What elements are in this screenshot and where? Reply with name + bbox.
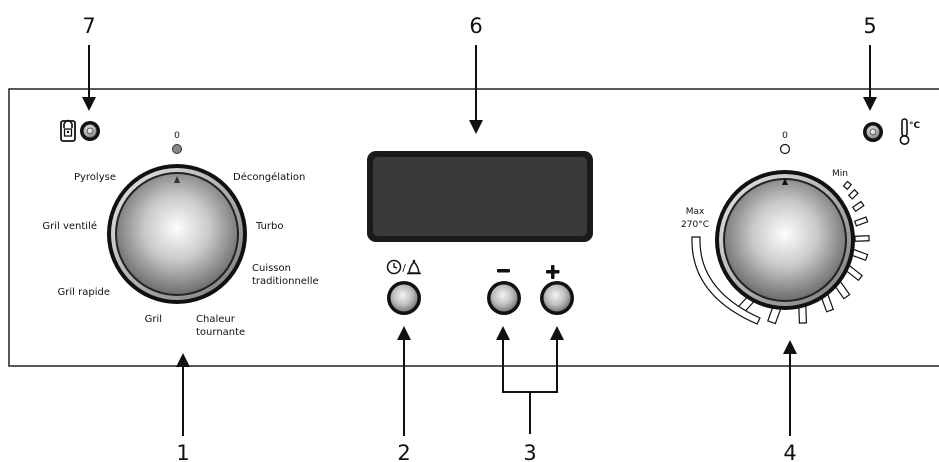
bell-icon	[407, 259, 421, 275]
timer-control[interactable]: /	[386, 259, 421, 315]
callout-4: 4	[783, 340, 797, 462]
panel-frame	[8, 88, 939, 367]
svg-text:°C: °C	[909, 121, 921, 131]
label-gril-rapide: Gril rapide	[58, 287, 110, 298]
lock-icon	[60, 119, 76, 142]
label-pyrolyse: Pyrolyse	[74, 172, 116, 183]
callout-number-6: 6	[469, 14, 482, 38]
callout-3: 3	[496, 326, 564, 462]
display	[367, 151, 593, 242]
function-knob-pointer	[174, 176, 180, 183]
minus-icon	[497, 269, 510, 273]
callout-number-5: 5	[863, 14, 876, 38]
minus-button	[490, 284, 518, 312]
callout-5: 5	[863, 14, 877, 111]
label-decongelation: Décongélation	[233, 171, 305, 183]
label-gril: Gril	[145, 314, 162, 325]
function-zero-label: 0	[174, 131, 180, 141]
callout-number-2: 2	[397, 441, 410, 462]
plus-control[interactable]	[540, 265, 574, 315]
callout-number-4: 4	[783, 441, 796, 462]
clock-icon	[386, 259, 402, 275]
thermostat-knob-pointer	[782, 178, 788, 185]
callout-number-7: 7	[82, 14, 95, 38]
thermostat-max-label-1: Max	[686, 207, 705, 217]
thermostat-knob	[725, 180, 845, 300]
label-cuisson-2: traditionnelle	[252, 276, 319, 287]
thermostat-min-label: Min	[832, 169, 848, 179]
clock-bell-separator: /	[402, 263, 406, 274]
callout-2: 2	[397, 326, 411, 462]
label-cuisson-1: Cuisson	[252, 263, 291, 274]
label-turbo: Turbo	[255, 221, 284, 232]
callout-number-3: 3	[523, 441, 536, 462]
callout-number-1: 1	[176, 441, 189, 462]
function-selector[interactable]: 0 Pyrolyse Décongélation Gril ventilé Tu…	[42, 131, 318, 338]
function-zero-marker	[172, 144, 182, 154]
callout-1: 1	[176, 353, 190, 462]
callout-7: 7	[82, 14, 96, 111]
thermostat-selector[interactable]: 0 Min Max 270°C	[681, 131, 870, 325]
thermometer-icon: °C	[899, 118, 921, 146]
display-screen	[373, 157, 587, 236]
plus-icon	[546, 265, 560, 279]
thermostat-zero-label: 0	[782, 131, 788, 141]
function-knob	[117, 174, 237, 294]
label-chaleur-1: Chaleur	[196, 314, 236, 325]
thermostat-max-label-2: 270°C	[681, 220, 709, 230]
plus-button	[543, 284, 571, 312]
minus-control[interactable]	[487, 269, 521, 315]
thermostat-zero-marker	[779, 143, 791, 155]
lock-indicator	[60, 119, 100, 142]
label-chaleur-2: tournante	[196, 327, 245, 338]
temperature-indicator: °C	[863, 118, 921, 146]
callout-6: 6	[469, 14, 483, 134]
label-gril-ventile: Gril ventilé	[42, 220, 97, 232]
timer-button	[390, 284, 418, 312]
